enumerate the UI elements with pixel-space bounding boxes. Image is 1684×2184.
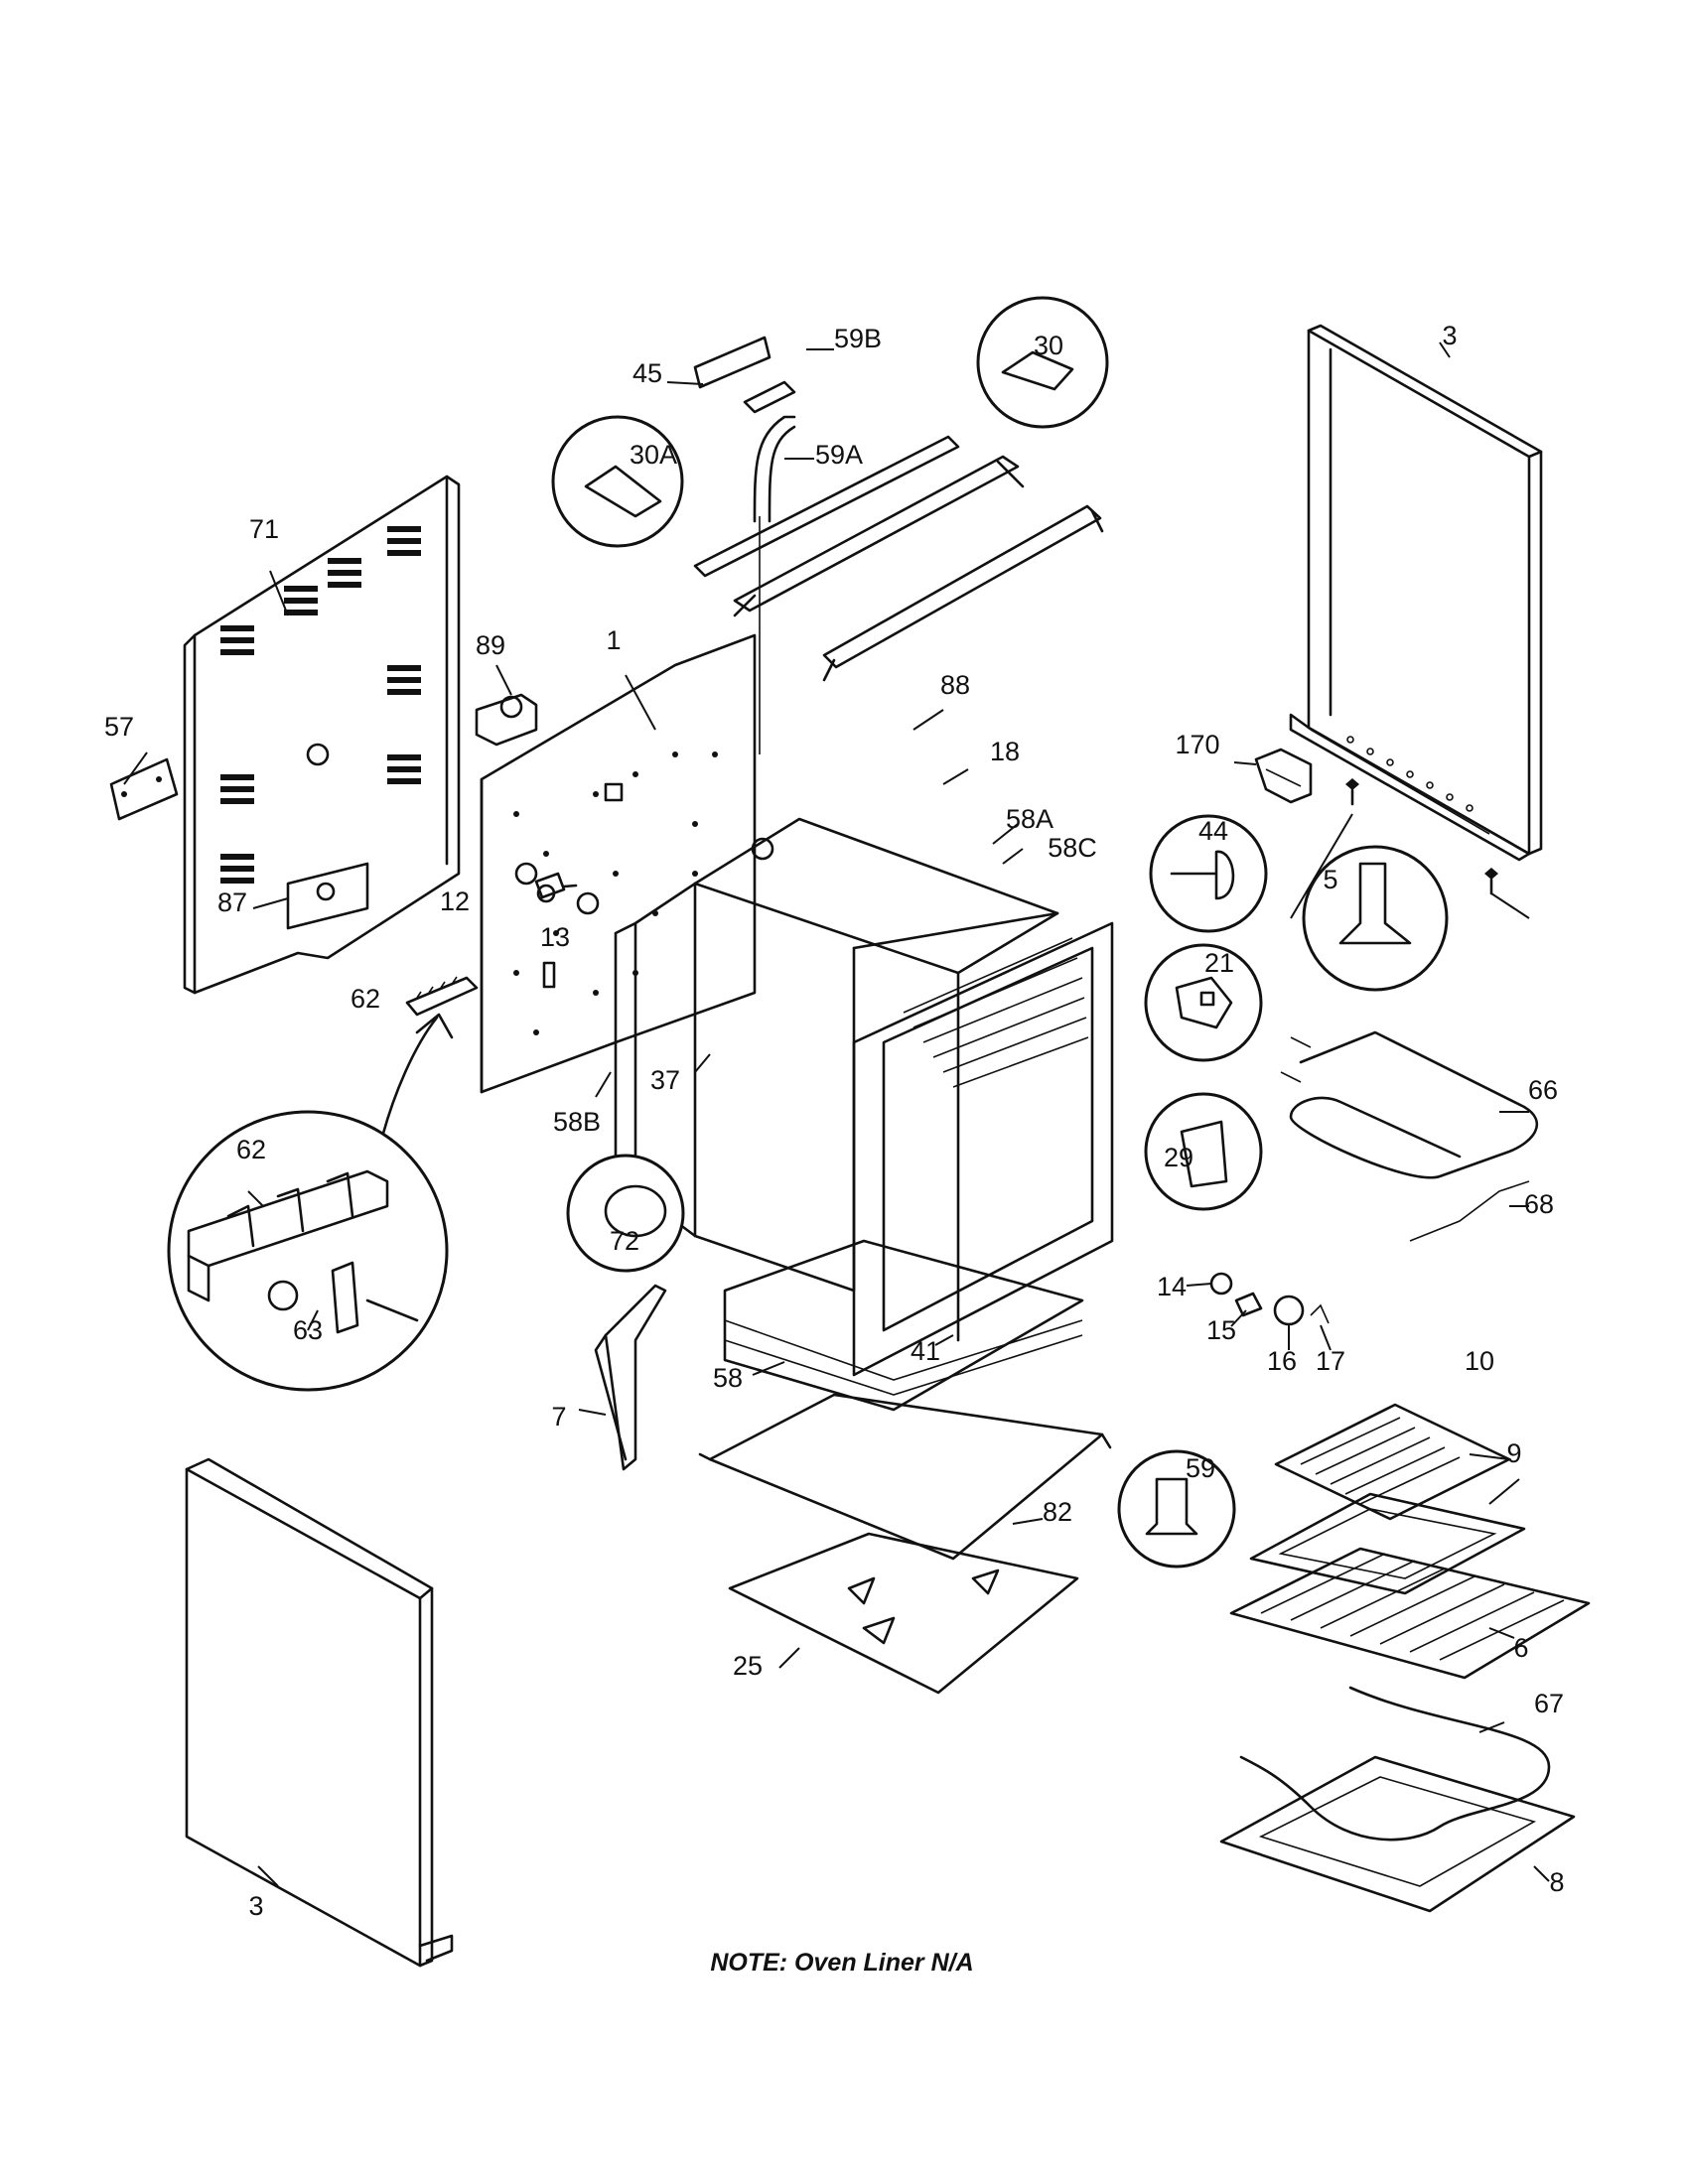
detail-circle-30 xyxy=(976,296,1109,429)
back-panel-71 xyxy=(183,475,461,995)
callout-1: 1 xyxy=(606,625,621,655)
detail-circle-29 xyxy=(1144,1092,1263,1211)
callout-59: 59 xyxy=(1186,1453,1215,1483)
hinge-7 xyxy=(594,1284,667,1471)
callout-25: 25 xyxy=(733,1651,763,1681)
callout-10: 10 xyxy=(1465,1346,1494,1376)
callout-45: 45 xyxy=(632,358,662,388)
detail-circle-59 xyxy=(1117,1449,1236,1569)
drip-tray-8 xyxy=(1219,1755,1576,1913)
callout-13: 13 xyxy=(540,922,570,952)
callout-58: 58 xyxy=(713,1363,743,1393)
detail-circle-30a xyxy=(551,415,684,548)
callout-18: 18 xyxy=(990,737,1020,766)
callout-68: 68 xyxy=(1524,1189,1554,1219)
callout-44: 44 xyxy=(1198,816,1228,846)
callout-72: 72 xyxy=(610,1226,639,1256)
callout-8: 8 xyxy=(1549,1867,1564,1897)
oven-rack-6 xyxy=(1229,1547,1591,1680)
callout-87: 87 xyxy=(217,887,247,917)
callout-21: 21 xyxy=(1204,948,1234,978)
leveler-screws xyxy=(1290,778,1530,919)
bottom-plate-82 xyxy=(698,1393,1112,1561)
broiler-grid-10 xyxy=(1274,1403,1511,1521)
callout-labels: 3 3 5 6 7 8 9 10 12 13 14 15 16 17 18 21… xyxy=(104,321,1565,1921)
callout-63: 63 xyxy=(293,1315,323,1345)
callout-14: 14 xyxy=(1157,1272,1187,1301)
manifold-panel-1 xyxy=(480,633,757,1094)
broiler-pan-9 xyxy=(1249,1492,1526,1595)
wire-68 xyxy=(1409,1180,1530,1242)
leader-lines xyxy=(123,341,1550,1887)
callout-7: 7 xyxy=(551,1402,566,1432)
callout-62-detail: 62 xyxy=(236,1135,266,1164)
orifice-12-13 xyxy=(534,872,600,915)
tube-59a xyxy=(693,336,796,754)
detail-circle-44 xyxy=(1149,814,1268,933)
side-panel-left xyxy=(185,1457,454,1968)
callout-58c: 58C xyxy=(1048,833,1097,863)
callout-62-small: 62 xyxy=(351,984,380,1014)
callout-89: 89 xyxy=(476,630,505,660)
diagram-note: NOTE: Oven Liner N/A xyxy=(710,1949,974,1977)
manifold-62 xyxy=(405,976,479,1017)
insulation-58 xyxy=(723,1239,1084,1412)
broil-element-66 xyxy=(1280,1030,1539,1179)
callout-16: 16 xyxy=(1267,1346,1297,1376)
top-brackets-30 xyxy=(693,435,1104,682)
callout-170: 170 xyxy=(1175,730,1219,759)
callout-15: 15 xyxy=(1206,1315,1236,1345)
callout-30: 30 xyxy=(1034,331,1063,360)
arrow-62-head xyxy=(415,1013,454,1039)
valve-89 xyxy=(475,664,538,747)
callout-67: 67 xyxy=(1534,1689,1564,1718)
side-panel-right xyxy=(1289,324,1543,862)
callout-88: 88 xyxy=(940,670,970,700)
callout-82: 82 xyxy=(1043,1497,1072,1527)
oven-body xyxy=(614,817,1114,1377)
callout-58a: 58A xyxy=(1006,804,1053,834)
callout-58b: 58B xyxy=(553,1107,601,1137)
detail-circle-5 xyxy=(1302,845,1449,992)
callout-3-bottom: 3 xyxy=(248,1891,263,1921)
callout-37: 37 xyxy=(650,1065,680,1095)
callout-3-top: 3 xyxy=(1442,321,1457,350)
bottom-pan-25 xyxy=(728,1532,1079,1695)
callout-59b: 59B xyxy=(834,324,882,353)
detail-circle-62 xyxy=(167,1110,449,1392)
bracket-170 xyxy=(1233,748,1313,804)
detail-circle-21 xyxy=(1144,943,1263,1062)
callout-71: 71 xyxy=(249,514,279,544)
callout-12: 12 xyxy=(440,887,470,916)
callout-17: 17 xyxy=(1316,1346,1345,1376)
callout-6: 6 xyxy=(1513,1633,1528,1663)
callout-30a: 30A xyxy=(630,440,677,470)
detail-circle-72 xyxy=(566,1154,685,1273)
callout-5: 5 xyxy=(1323,865,1337,894)
callout-57: 57 xyxy=(104,712,134,742)
callout-41: 41 xyxy=(911,1336,940,1366)
callout-9: 9 xyxy=(1506,1438,1521,1468)
cover-plate-57 xyxy=(109,757,179,821)
callout-59a: 59A xyxy=(815,440,863,470)
callout-66: 66 xyxy=(1528,1075,1558,1105)
callout-29: 29 xyxy=(1164,1143,1193,1172)
